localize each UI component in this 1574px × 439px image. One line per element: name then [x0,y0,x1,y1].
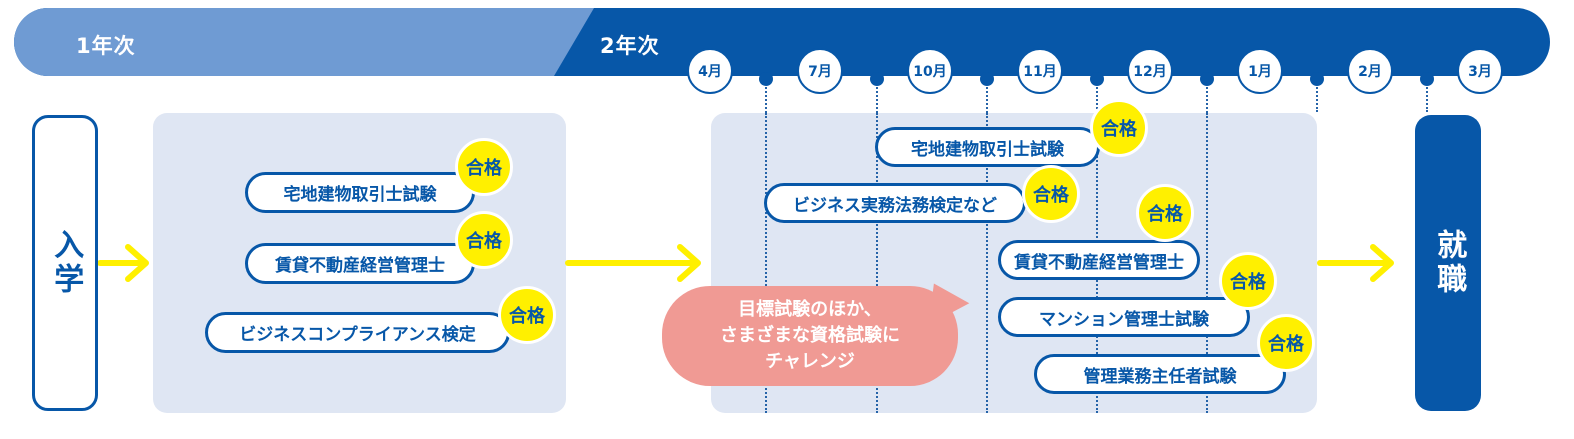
month-circle: 12月 [1127,48,1173,94]
year2-label: 2年次 [600,34,660,58]
timeline-dot [759,72,773,86]
exam-pill: 宅地建物取引士試験 [875,127,1100,167]
year1-segment [14,8,594,76]
pass-badge: 合格 [1090,99,1148,157]
pass-badge: 合格 [455,138,513,196]
month-circle: 11月 [1017,48,1063,94]
month-divider-line [986,113,988,413]
month-circle: 7月 [797,48,843,94]
exam-pill: マンション管理士試験 [998,297,1250,337]
exam-pill: 賃貸不動産経営管理士 [245,243,475,284]
month-circle: 2月 [1347,48,1393,94]
exam-pill: 管理業務主任者試験 [1034,354,1286,394]
month-circle: 1月 [1237,48,1283,94]
month-circle: 4月 [687,48,733,94]
bubble-line: さまざまな資格試験に [720,324,900,346]
bubble-line: 目標試験のほか、 [738,298,882,320]
timeline-band [14,8,1550,76]
challenge-bubble: 目標試験のほか、 さまざまな資格試験に チャレンジ [662,286,958,386]
month-divider-line [1206,113,1208,413]
exam-pill: 宅地建物取引士試験 [245,172,475,213]
arrow-head [125,244,149,282]
month-circle: 3月 [1457,48,1503,94]
timeline-dot [1420,72,1434,86]
month-divider-line [765,113,767,413]
timeline-dot [870,72,884,86]
pass-badge: 合格 [498,286,556,344]
timeline-dot [1310,72,1324,86]
pass-badge: 合格 [1136,184,1194,242]
pass-badge: 合格 [1219,252,1277,310]
month-circle: 10月 [907,48,953,94]
pass-badge: 合格 [1257,314,1315,372]
timeline-dot [980,72,994,86]
exam-pill: 賃貸不動産経営管理士 [998,240,1200,280]
pass-badge: 合格 [1022,165,1080,223]
arrow-head [1370,244,1394,282]
bubble-line: チャレンジ [765,351,855,373]
month-divider-line [876,113,878,413]
enrollment-label: 入学 [48,229,84,297]
exam-pill: ビジネスコンプライアンス検定 [205,312,510,353]
timeline-dot [1090,72,1104,86]
year1-label: 1年次 [76,34,136,58]
month-divider-line [1426,80,1428,112]
arrow-head [677,244,701,282]
employment-box: 就職 [1415,115,1481,411]
employment-label: 就職 [1431,229,1467,297]
exam-pill: ビジネス実務法務検定など [764,183,1026,223]
timeline-dot [1200,72,1214,86]
enrollment-box: 入学 [32,115,98,411]
month-divider-line [1316,80,1318,112]
pass-badge: 合格 [455,211,513,269]
